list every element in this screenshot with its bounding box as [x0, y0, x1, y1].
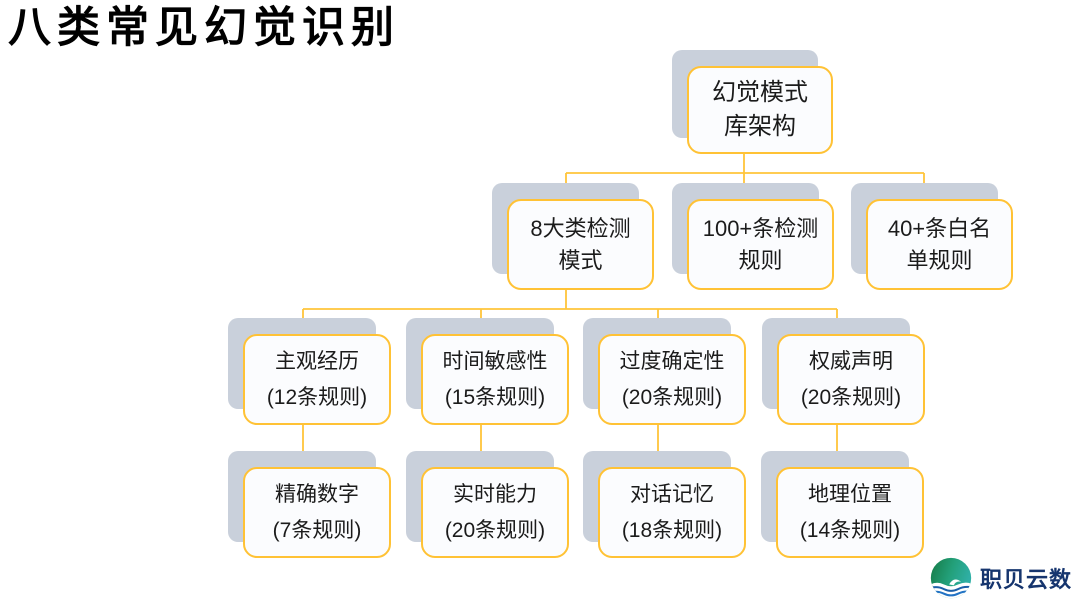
node-label: 过度确定性	[619, 349, 725, 373]
node-realtime-capability: 实时能力 (20条规则)	[406, 451, 569, 558]
node-box: 幻觉模式 库架构	[687, 66, 833, 154]
node-box: 精确数字 (7条规则)	[243, 467, 391, 558]
node-label: 对话记忆	[630, 482, 714, 506]
node-label: 精确数字	[275, 482, 359, 506]
node-subjective-experience: 主观经历 (12条规则)	[228, 318, 391, 425]
node-label: 40+条白名 单规则	[887, 216, 992, 273]
brand-logo: 职贝云数	[928, 556, 1072, 600]
node-rules-count: (20条规则)	[621, 386, 723, 409]
node-label: 8大类检测 模式	[530, 216, 631, 273]
node-rules-count: (20条规则)	[444, 519, 546, 542]
node-conversation-memory: 对话记忆 (18条规则)	[583, 451, 746, 558]
node-precise-numbers: 精确数字 (7条规则)	[228, 451, 391, 558]
node-box: 100+条检测 规则	[687, 199, 834, 290]
page-title: 八类常见幻觉识别	[8, 4, 400, 52]
node-40-whitelist-rules: 40+条白名 单规则	[851, 183, 1013, 290]
node-label: 主观经历	[275, 349, 359, 373]
node-100-detection-rules: 100+条检测 规则	[672, 183, 834, 290]
brand-logo-text: 职贝云数	[979, 567, 1072, 592]
node-overconfidence: 过度确定性 (20条规则)	[583, 318, 746, 425]
node-8-detection-categories: 8大类检测 模式	[492, 183, 654, 290]
globe-wave-icon	[930, 557, 972, 599]
node-rules-count: (18条规则)	[621, 519, 723, 542]
node-label: 幻觉模式 库架构	[712, 78, 808, 140]
node-box: 地理位置 (14条规则)	[776, 467, 924, 558]
node-rules-count: (12条规则)	[266, 386, 368, 409]
node-geolocation: 地理位置 (14条规则)	[761, 451, 924, 558]
node-time-sensitivity: 时间敏感性 (15条规则)	[406, 318, 569, 425]
node-pattern-library: 幻觉模式 库架构	[672, 50, 833, 154]
node-label: 权威声明	[809, 349, 893, 373]
node-box: 过度确定性 (20条规则)	[598, 334, 746, 425]
node-box: 实时能力 (20条规则)	[421, 467, 569, 558]
node-box: 权威声明 (20条规则)	[777, 334, 925, 425]
node-rules-count: (15条规则)	[444, 386, 546, 409]
node-box: 40+条白名 单规则	[866, 199, 1013, 290]
node-box: 时间敏感性 (15条规则)	[421, 334, 569, 425]
node-label: 实时能力	[453, 482, 537, 506]
node-box: 8大类检测 模式	[507, 199, 654, 290]
node-label: 时间敏感性	[442, 349, 548, 373]
node-rules-count: (20条规则)	[800, 386, 902, 409]
node-rules-count: (7条规则)	[272, 519, 362, 542]
node-box: 主观经历 (12条规则)	[243, 334, 391, 425]
node-authority-claims: 权威声明 (20条规则)	[762, 318, 925, 425]
node-rules-count: (14条规则)	[799, 519, 901, 542]
node-label: 100+条检测 规则	[702, 216, 819, 273]
node-label: 地理位置	[808, 482, 892, 506]
node-box: 对话记忆 (18条规则)	[598, 467, 746, 558]
